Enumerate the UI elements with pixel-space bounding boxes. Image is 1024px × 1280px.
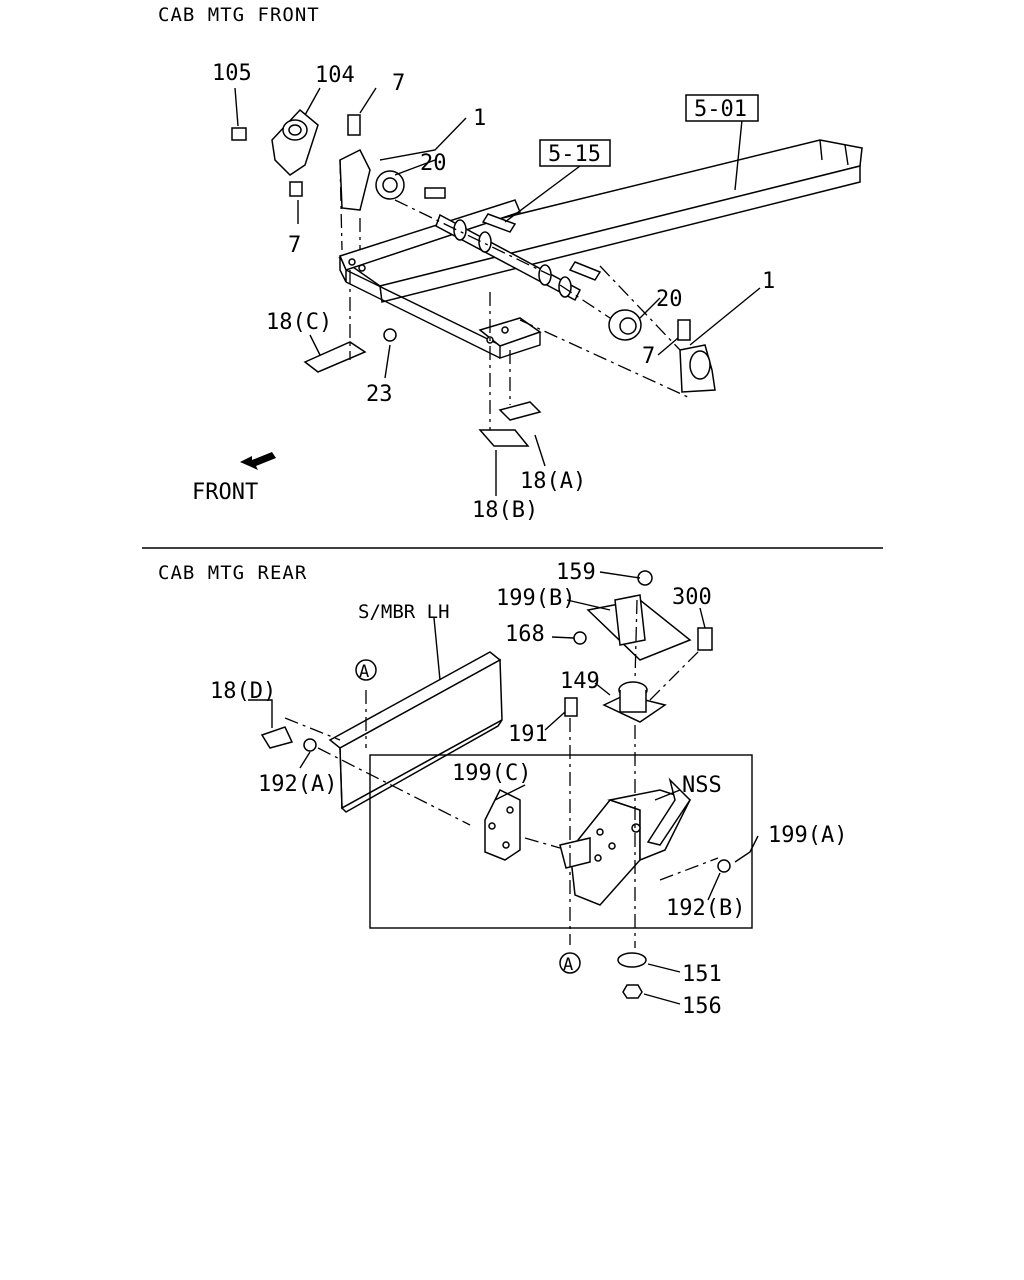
side-member-lh bbox=[328, 651, 503, 813]
callout-18a[interactable]: 18(A) bbox=[520, 469, 586, 494]
callout-105[interactable]: 105 bbox=[212, 61, 252, 86]
front-direction-label: FRONT bbox=[192, 480, 258, 505]
svg-text:199(C): 199(C) bbox=[452, 761, 531, 786]
svg-text:192(B): 192(B) bbox=[666, 896, 745, 921]
svg-text:7: 7 bbox=[642, 344, 655, 369]
svg-text:159: 159 bbox=[556, 560, 596, 585]
torsion-bar bbox=[435, 213, 602, 302]
svg-text:168: 168 bbox=[505, 622, 545, 647]
marker-a-bottom[interactable]: A bbox=[559, 952, 581, 975]
callout-20-top[interactable]: 20 bbox=[420, 151, 447, 176]
svg-text:199(A): 199(A) bbox=[768, 823, 847, 848]
callout-192b[interactable]: 192(B) bbox=[666, 896, 745, 921]
svg-text:A: A bbox=[563, 955, 573, 975]
callout-168[interactable]: 168 bbox=[505, 622, 545, 647]
front-section: CAB MTG FRONT bbox=[158, 4, 863, 523]
callout-18d[interactable]: 18(D) bbox=[210, 679, 276, 704]
front-arrow-icon bbox=[240, 452, 276, 470]
callout-199a[interactable]: 199(A) bbox=[768, 823, 847, 848]
mount-149 bbox=[602, 681, 667, 723]
callout-199b[interactable]: 199(B) bbox=[496, 586, 575, 611]
marker-a-top[interactable]: A bbox=[355, 659, 377, 682]
bolt-191 bbox=[564, 697, 578, 717]
callout-23[interactable]: 23 bbox=[366, 382, 393, 407]
ref-5-01-label: 5-01 bbox=[694, 97, 747, 122]
svg-text:A: A bbox=[359, 662, 369, 682]
svg-text:199(B): 199(B) bbox=[496, 586, 575, 611]
nut-192b bbox=[717, 859, 731, 873]
callout-20-right[interactable]: 20 bbox=[656, 287, 683, 312]
callout-192a[interactable]: 192(A) bbox=[258, 772, 337, 797]
pad-18d bbox=[260, 726, 294, 749]
svg-text:20: 20 bbox=[420, 151, 447, 176]
callout-104[interactable]: 104 bbox=[315, 63, 355, 88]
svg-text:1: 1 bbox=[473, 106, 486, 131]
svg-text:NSS: NSS bbox=[682, 773, 722, 798]
callout-149[interactable]: 149 bbox=[560, 669, 600, 694]
callout-191[interactable]: 191 bbox=[508, 722, 548, 747]
svg-text:S/MBR LH: S/MBR LH bbox=[358, 601, 450, 623]
svg-text:105: 105 bbox=[212, 61, 252, 86]
bracket-199a bbox=[559, 777, 692, 906]
svg-text:149: 149 bbox=[560, 669, 600, 694]
nut-156 bbox=[622, 984, 643, 999]
callout-300[interactable]: 300 bbox=[672, 585, 712, 610]
bracket-199b bbox=[573, 570, 713, 661]
svg-text:18(B): 18(B) bbox=[472, 498, 538, 523]
svg-text:192(A): 192(A) bbox=[258, 772, 337, 797]
svg-text:18(C): 18(C) bbox=[266, 310, 332, 335]
bracket-199c bbox=[484, 788, 521, 861]
callout-nss[interactable]: NSS bbox=[682, 773, 722, 798]
callout-151[interactable]: 151 bbox=[682, 962, 722, 987]
rear-section-title: CAB MTG REAR bbox=[158, 562, 307, 584]
callout-7-right[interactable]: 7 bbox=[642, 344, 655, 369]
callout-7-top[interactable]: 7 bbox=[392, 71, 405, 96]
callout-199c[interactable]: 199(C) bbox=[452, 761, 531, 786]
svg-text:20: 20 bbox=[656, 287, 683, 312]
callout-smbr-lh[interactable]: S/MBR LH bbox=[358, 601, 450, 623]
svg-text:300: 300 bbox=[672, 585, 712, 610]
ref-box-5-15[interactable]: 5-15 bbox=[539, 139, 611, 167]
svg-text:18(A): 18(A) bbox=[520, 469, 586, 494]
svg-text:7: 7 bbox=[392, 71, 405, 96]
svg-text:7: 7 bbox=[288, 233, 301, 258]
washer-151 bbox=[617, 952, 647, 968]
side-member-5-01 bbox=[338, 139, 863, 303]
ref-box-5-01[interactable]: 5-01 bbox=[685, 94, 759, 122]
callout-156[interactable]: 156 bbox=[682, 994, 722, 1019]
bracket-199a-frame bbox=[369, 754, 753, 929]
svg-text:191: 191 bbox=[508, 722, 548, 747]
callout-18b[interactable]: 18(B) bbox=[472, 498, 538, 523]
nut-192a bbox=[303, 738, 317, 752]
front-section-title: CAB MTG FRONT bbox=[158, 4, 320, 26]
svg-text:1: 1 bbox=[762, 269, 775, 294]
svg-text:156: 156 bbox=[682, 994, 722, 1019]
ref-5-15-label: 5-15 bbox=[548, 142, 601, 167]
svg-text:151: 151 bbox=[682, 962, 722, 987]
rear-section: CAB MTG REAR bbox=[158, 560, 847, 1019]
svg-text:23: 23 bbox=[366, 382, 393, 407]
callout-1-top[interactable]: 1 bbox=[473, 106, 486, 131]
svg-text:18(D): 18(D) bbox=[210, 679, 276, 704]
front-right-bracket bbox=[608, 309, 716, 393]
callout-1-right[interactable]: 1 bbox=[762, 269, 775, 294]
callout-18c[interactable]: 18(C) bbox=[266, 310, 332, 335]
cross-frame bbox=[338, 199, 542, 359]
front-pads bbox=[303, 328, 542, 447]
callout-159[interactable]: 159 bbox=[556, 560, 596, 585]
callout-7-left[interactable]: 7 bbox=[288, 233, 301, 258]
svg-text:104: 104 bbox=[315, 63, 355, 88]
front-left-bracket bbox=[231, 108, 446, 211]
